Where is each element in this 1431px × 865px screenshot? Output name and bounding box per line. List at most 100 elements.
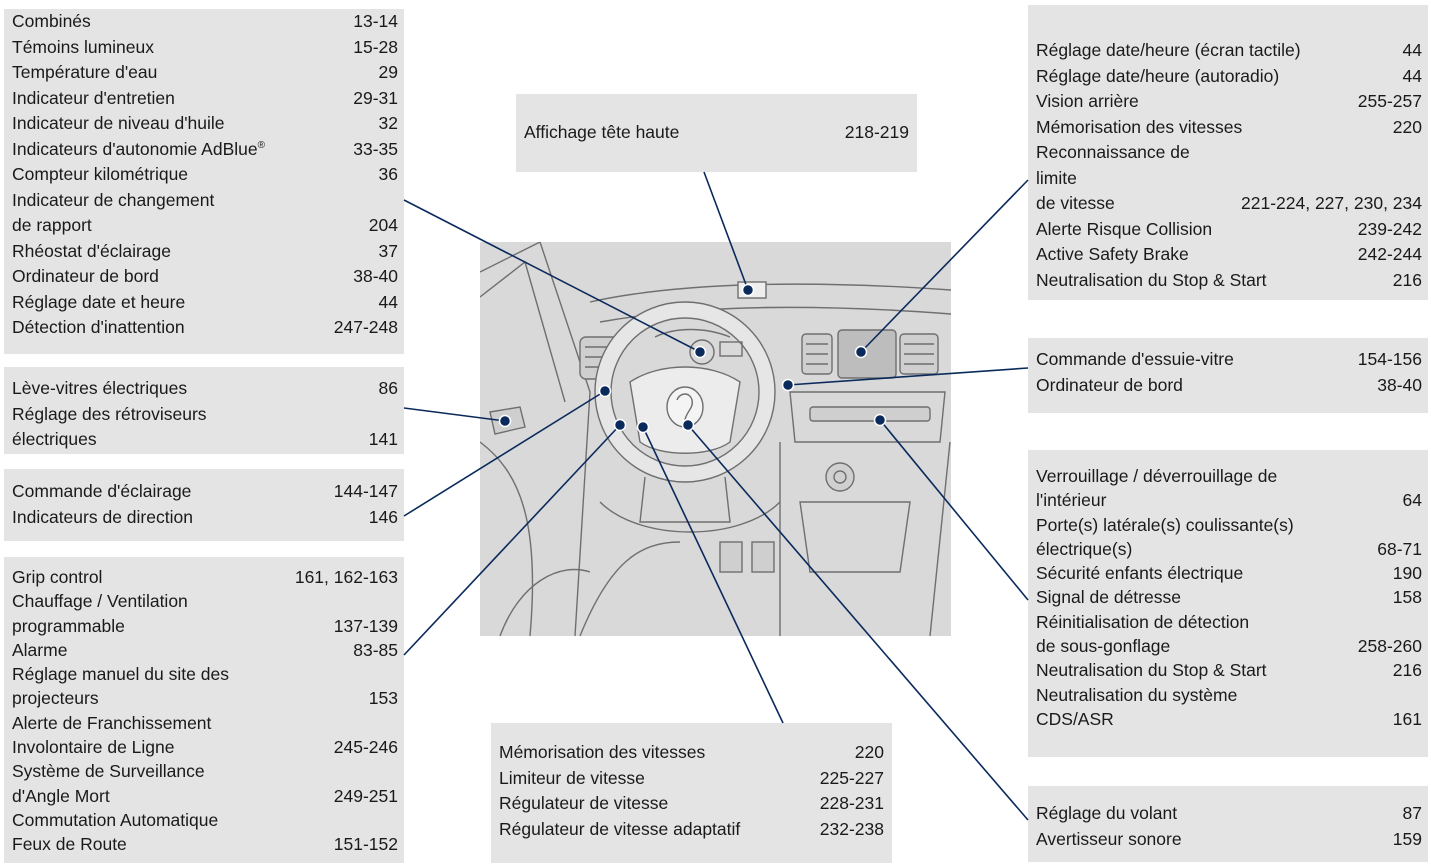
entry-page-numbers: 232-238 xyxy=(819,818,884,839)
entry-page-numbers: 87 xyxy=(1402,803,1422,823)
entry-label: Grip control xyxy=(12,565,110,589)
entry-label: Indicateur de niveau d'huile xyxy=(12,111,233,137)
entry-label-text: Mémorisation des vitesses xyxy=(499,742,706,762)
index-entry: Commutation Automatique Feux de Route 151… xyxy=(12,808,398,857)
entry-label: Rhéostat d'éclairage xyxy=(12,239,179,265)
entry-page-numbers: 220 xyxy=(1392,116,1422,137)
index-entry: Indicateurs d'autonomie AdBlue®33-35 xyxy=(12,137,398,163)
entry-page-numbers: 218-219 xyxy=(844,122,909,142)
entry-label: Système de Surveillance d'Angle Mort xyxy=(12,759,213,808)
index-entry: Réglage date/heure (écran tactile)44 xyxy=(1036,38,1422,64)
entry-page-numbers: 36 xyxy=(378,164,398,184)
entry-label: Limiteur de vitesse xyxy=(499,766,653,792)
entry-label-text: Réglage du volant xyxy=(1036,803,1178,823)
entry-page-numbers: 225-227 xyxy=(819,767,884,788)
entry-label: Affichage tête haute xyxy=(524,120,687,146)
panel-locking-hazard: Verrouillage / déverrouillage de l'intér… xyxy=(1028,450,1428,757)
entry-label-text: Affichage tête haute xyxy=(524,122,680,142)
entry-label-text: Chauffage / Ventilation programmable xyxy=(12,591,188,636)
entry-page-numbers: 161, 162-163 xyxy=(294,567,398,587)
entry-label-text: Commande d'essuie-vitre xyxy=(1036,349,1234,369)
entry-page-numbers: 158 xyxy=(1392,587,1422,608)
entry-label-text: Alarme xyxy=(12,639,68,660)
index-entry: Régulateur de vitesse adaptatif 232-238 xyxy=(499,817,884,843)
entry-page-numbers: 239-242 xyxy=(1357,218,1422,239)
index-entry: Vision arrière 255-257 xyxy=(1036,89,1422,115)
entry-label: Lève-vitres électriques xyxy=(12,376,195,402)
entry-page-numbers: 221-224, 227, 230, 234 xyxy=(1241,193,1422,213)
entry-label-text: Neutralisation du système CDS/ASR xyxy=(1036,684,1238,729)
entry-label-text: Neutralisation du Stop & Start xyxy=(1036,269,1267,290)
entry-label: Température d'eau xyxy=(12,60,165,86)
entry-page-numbers: 68-71 xyxy=(1377,538,1422,559)
entry-page-numbers: 161 xyxy=(1392,708,1422,729)
index-entry: Signal de détresse 158 xyxy=(1036,585,1422,609)
index-entry: Indicateur de niveau d'huile 32 xyxy=(12,111,398,137)
entry-label: Alarme xyxy=(12,638,75,662)
entry-page-numbers: 220 xyxy=(854,742,884,762)
entry-label: Alerte de Franchissement Involontaire de… xyxy=(12,711,219,760)
entry-page-numbers: 151-152 xyxy=(333,834,398,855)
entry-page-numbers: 64 xyxy=(1402,490,1422,511)
entry-label-text: Mémorisation des vitesses xyxy=(1036,116,1243,137)
entry-page-numbers: 83-85 xyxy=(353,639,398,660)
entry-page-numbers: 255-257 xyxy=(1357,91,1422,111)
index-entry: Alerte de Franchissement Involontaire de… xyxy=(12,711,398,760)
entry-page-numbers: 146 xyxy=(368,506,398,527)
entry-label: Détection d'inattention xyxy=(12,315,193,341)
entry-label: Neutralisation du Stop & Start xyxy=(1036,268,1275,294)
entry-page-numbers: 249-251 xyxy=(333,785,398,806)
entry-label: Avertisseur sonore xyxy=(1036,827,1190,853)
index-entry: Mémorisation des vitesses 220 xyxy=(1036,115,1422,141)
entry-page-numbers: 32 xyxy=(378,113,398,133)
entry-label-text: Ordinateur de bord xyxy=(1036,374,1183,395)
entry-label-text: Réglage date/heure (autoradio) xyxy=(1036,65,1280,86)
entry-label-text: Porte(s) latérale(s) coulissante(s) élec… xyxy=(1036,514,1294,559)
entry-label: Ordinateur de bord xyxy=(12,264,167,290)
entry-label: Combinés xyxy=(12,9,99,35)
index-entry: Porte(s) latérale(s) coulissante(s) élec… xyxy=(1036,513,1422,562)
registered-mark: ® xyxy=(257,139,265,151)
entry-label: Mémorisation des vitesses xyxy=(1036,115,1250,141)
entry-label-text: Vision arrière xyxy=(1036,91,1139,111)
index-entry: Mémorisation des vitesses 220 xyxy=(499,740,884,766)
entry-label-text: Compteur kilométrique xyxy=(12,164,189,184)
entry-page-numbers: 29-31 xyxy=(353,87,398,108)
entry-page-numbers: 44 xyxy=(1402,40,1422,60)
entry-label: Régulateur de vitesse adaptatif xyxy=(499,817,748,843)
entry-label-text: Lève-vitres électriques xyxy=(12,378,188,398)
index-entry: Réinitialisation de détection de sous-go… xyxy=(1036,610,1422,659)
entry-label: Indicateurs d'autonomie AdBlue® xyxy=(12,137,273,163)
entry-label-text: Commutation Automatique Feux de Route xyxy=(12,809,219,855)
entry-label-text: Combinés xyxy=(12,11,91,31)
entry-label-text: Limiteur de vitesse xyxy=(499,767,645,788)
entry-label-text: Ordinateur de bord xyxy=(12,266,159,286)
entry-page-numbers: 159 xyxy=(1392,828,1422,849)
panel-head-up-display: Affichage tête haute 218-219 xyxy=(516,94,917,172)
index-entry: Grip control 161, 162-163 xyxy=(12,565,398,589)
entry-label: Régulateur de vitesse xyxy=(499,791,676,817)
entry-page-numbers: 141 xyxy=(368,429,398,449)
entry-page-numbers: 190 xyxy=(1392,563,1422,584)
entry-label: Sécurité enfants électrique xyxy=(1036,561,1251,585)
entry-page-numbers: 258-260 xyxy=(1357,636,1422,657)
entry-label: Signal de détresse xyxy=(1036,585,1189,609)
entry-page-numbers: 13-14 xyxy=(353,11,398,31)
index-entry: Réglage date/heure (autoradio)44 xyxy=(1036,64,1422,90)
entry-label: Réinitialisation de détection de sous-go… xyxy=(1036,610,1257,659)
entry-page-numbers: 44 xyxy=(378,291,398,312)
